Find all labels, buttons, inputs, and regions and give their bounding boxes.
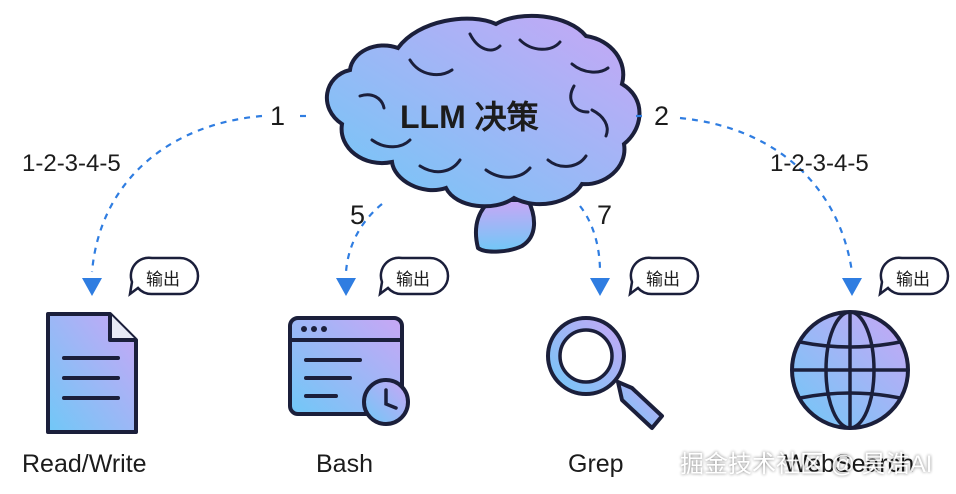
step-label-right-far: 2	[654, 101, 670, 131]
speech-bubble-4	[878, 256, 950, 297]
arrow-left-far	[90, 114, 263, 273]
document-icon	[46, 312, 138, 434]
magnifier-icon	[546, 316, 664, 430]
tool-label-grep: Grep	[568, 450, 624, 478]
sequence-label-right: 1-2-3-4-5	[770, 150, 869, 177]
speech-bubble-2	[378, 256, 450, 297]
tool-label-bash: Bash	[316, 450, 373, 478]
tool-label-websearch: WebSearch	[784, 450, 915, 478]
tool-label-read-write: Read/Write	[22, 450, 147, 478]
arrowhead-2	[336, 278, 356, 296]
globe-icon	[790, 310, 910, 430]
output-bubble-label-4: 输出	[896, 270, 930, 289]
arrowhead-4	[842, 278, 862, 296]
arrow-right-far	[679, 116, 854, 273]
arrowhead-3	[590, 278, 610, 296]
arrowheads	[82, 278, 862, 296]
speech-bubble-3	[628, 256, 700, 297]
terminal-window-clock-icon	[288, 316, 410, 426]
dashed-arrows	[90, 114, 854, 273]
sequence-label-left: 1-2-3-4-5	[22, 150, 121, 177]
arrow-right-mid	[579, 205, 602, 273]
speech-bubbles	[128, 256, 950, 297]
speech-bubble-1	[128, 256, 200, 297]
brain-icon	[324, 13, 642, 254]
brain-label: LLM 决策	[400, 99, 539, 135]
step-label-left-mid: 5	[350, 200, 366, 230]
output-bubble-label-1: 输出	[146, 270, 180, 289]
step-label-right-mid: 7	[597, 200, 613, 230]
arrowhead-1	[82, 278, 102, 296]
watermark: 掘金技术社区 @ 昊浩AI	[680, 451, 933, 478]
step-label-left-far: 1	[270, 101, 286, 131]
output-bubble-label-2: 输出	[396, 270, 430, 289]
arrow-left-mid	[344, 203, 383, 273]
output-bubble-label-3: 输出	[646, 270, 680, 289]
